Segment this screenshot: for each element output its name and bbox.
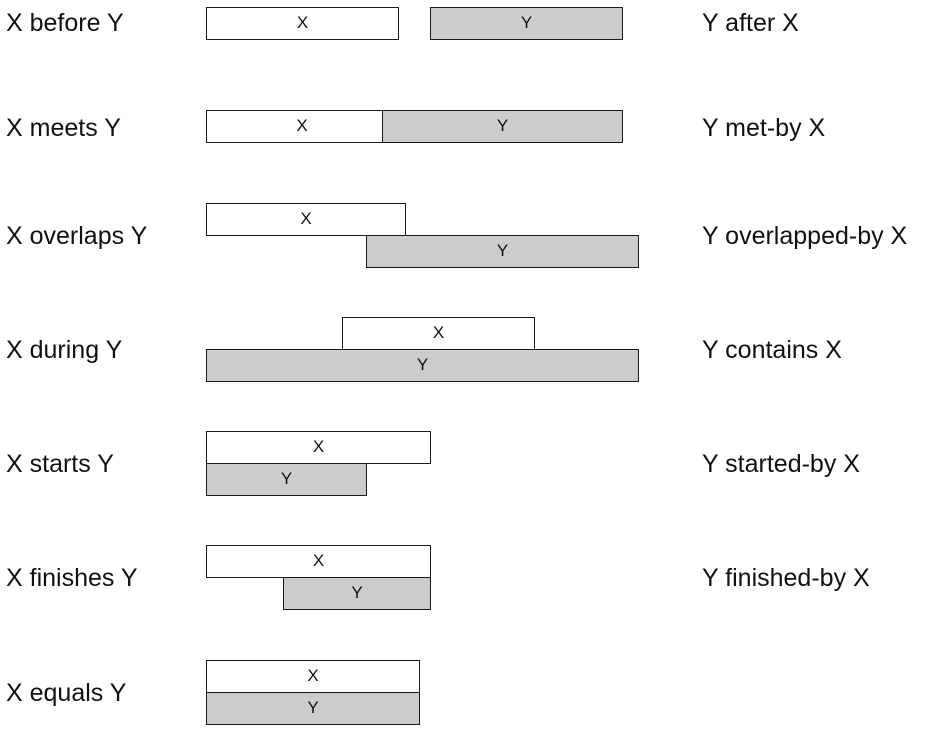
x-interval-bar: X: [206, 431, 431, 464]
x-interval-bar: X: [206, 110, 398, 143]
y-interval-bar: Y: [206, 692, 420, 725]
relation-row-meets: X meets Y X Y Y met-by X: [0, 104, 951, 184]
relation-label-during: X during Y: [6, 336, 123, 364]
y-interval-bar: Y: [206, 349, 639, 382]
y-interval-bar: Y: [366, 235, 639, 268]
x-interval-bar: X: [206, 545, 431, 578]
y-interval-bar: Y: [382, 110, 623, 143]
relation-label-starts: X starts Y: [6, 450, 114, 478]
relation-label-before: X before Y: [6, 9, 124, 37]
relation-label-started-by: Y started-by X: [702, 450, 860, 478]
relation-label-after: Y after X: [702, 9, 799, 37]
relation-label-met-by: Y met-by X: [702, 114, 826, 142]
y-interval-bar: Y: [430, 7, 623, 40]
x-interval-bar: X: [206, 7, 399, 40]
relation-row-before: X before Y X Y Y after X: [0, 0, 951, 80]
x-interval-bar: X: [342, 317, 535, 350]
x-interval-bar: X: [206, 203, 406, 236]
relation-label-finished-by: Y finished-by X: [702, 564, 870, 592]
relation-row-finishes: X finishes Y X Y Y finished-by X: [0, 545, 951, 625]
relation-label-meets: X meets Y: [6, 114, 121, 142]
relation-label-overlaps: X overlaps Y: [6, 222, 148, 250]
relation-label-equals: X equals Y: [6, 679, 127, 707]
y-interval-bar: Y: [283, 577, 431, 610]
relation-label-overlapped-by: Y overlapped-by X: [702, 222, 908, 250]
relation-row-starts: X starts Y X Y Y started-by X: [0, 431, 951, 511]
relation-row-during: X during Y X Y Y contains X: [0, 317, 951, 397]
relation-label-finishes: X finishes Y: [6, 564, 138, 592]
relation-row-equals: X equals Y X Y: [0, 660, 951, 740]
relation-row-overlaps: X overlaps Y X Y Y overlapped-by X: [0, 203, 951, 283]
y-interval-bar: Y: [206, 463, 367, 496]
relation-label-contains: Y contains X: [702, 336, 842, 364]
x-interval-bar: X: [206, 660, 420, 693]
